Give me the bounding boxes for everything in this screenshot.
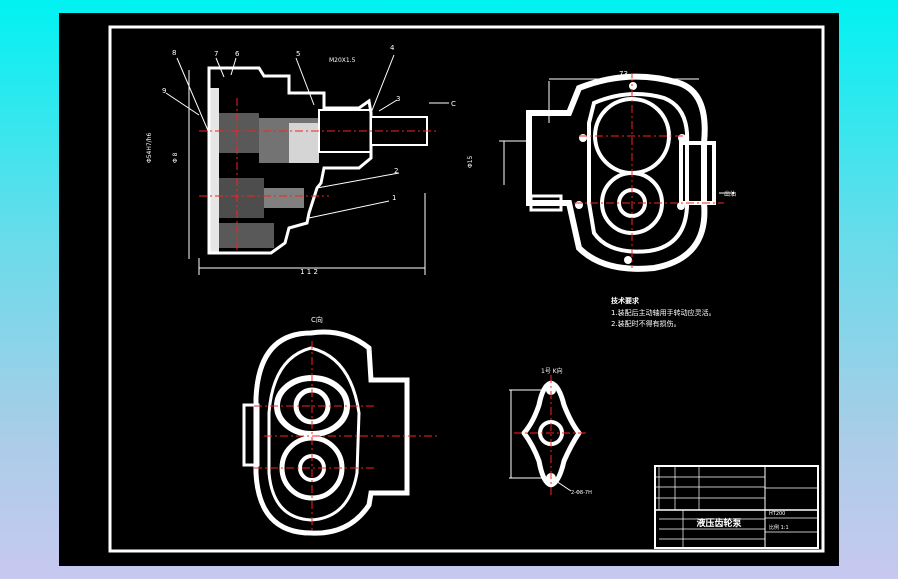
title-block-scale: 比例 1:1 [769, 524, 789, 531]
title-block: 液压齿轮泵 比例 1:1 HT200 [654, 465, 819, 549]
section-view: 1 1 2 M20X1.5 C Φ54H7/h6 Φ 8 8 7 6 5 4 3… [146, 44, 456, 276]
front-view: 73 Φ15 出油 [467, 70, 736, 272]
c-view-label: C向 [311, 315, 323, 324]
tech-requirements: 技术要求 1.装配后主动轴用手转动应灵活。 2.装配时不得有损伤。 [611, 296, 716, 328]
k-view: 1号 K向 2-Φ8-7H [509, 367, 592, 496]
balloon-3: 3 [396, 95, 400, 103]
drawing-border [108, 25, 825, 553]
phi15-note: Φ15 [467, 155, 474, 168]
left-dim-8: Φ 8 [172, 152, 179, 163]
balloon-8: 8 [172, 49, 176, 57]
tech-req-line-2: 2.装配时不得有损伤。 [611, 319, 681, 328]
balloon-1: 1 [392, 194, 396, 202]
title-block-title: 液压齿轮泵 [696, 517, 742, 529]
thread-note: M20X1.5 [329, 57, 356, 64]
outlet-label: 出油 [724, 190, 736, 198]
balloon-7: 7 [214, 50, 218, 58]
balloon-4: 4 [390, 44, 395, 52]
k-view-label: 1号 K向 [541, 367, 563, 375]
balloon-5: 5 [296, 50, 300, 58]
cad-drawing: 1 1 2 M20X1.5 C Φ54H7/h6 Φ 8 8 7 6 5 4 3… [108, 25, 825, 553]
tech-req-line-1: 1.装配后主动轴用手转动应灵活。 [611, 308, 716, 317]
balloon-6: 6 [235, 50, 240, 58]
tech-req-heading: 技术要求 [611, 296, 640, 305]
title-block-material: HT200 [769, 511, 785, 517]
drawing-sheet: 1 1 2 M20X1.5 C Φ54H7/h6 Φ 8 8 7 6 5 4 3… [59, 13, 839, 566]
overall-width-dim: 1 1 2 [300, 268, 318, 276]
k-view-note: 2-Φ8-7H [571, 490, 592, 496]
top-dim-73: 73 [619, 70, 628, 78]
left-dim-fit: Φ54H7/h6 [146, 132, 153, 163]
balloon-2: 2 [394, 167, 398, 175]
c-view: C向 [242, 315, 439, 536]
side-tag: C [451, 100, 456, 108]
balloon-9: 9 [162, 87, 166, 95]
